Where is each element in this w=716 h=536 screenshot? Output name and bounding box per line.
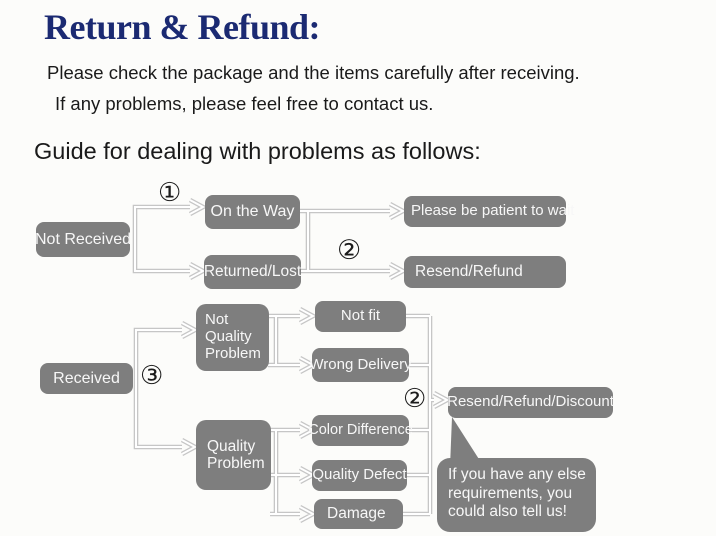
node-quality-problem: Quality Problem [196,420,271,490]
node-please-be-patient: Please be patient to wait [404,196,574,227]
speech-bubble-tail [450,417,484,467]
node-not-fit: Not fit [315,301,406,332]
page-title: Return & Refund: [44,7,321,47]
node-not-received: Not Received [35,222,131,257]
step-marker-2: ② [337,235,362,266]
intro-line-2: If any problems, please feel free to con… [55,93,434,114]
node-returned-lost: Returned/Lost [204,255,301,289]
node-damage: Damage [314,499,403,529]
node-color-difference: Color Difference [308,415,413,446]
step-marker-2-b: ② [403,384,427,414]
step-marker-3: ③ [140,361,164,391]
node-wrong-delivery: Wrong Delivery [309,348,412,382]
step-marker-1: ① [158,178,182,208]
node-resend-refund-discount: Resend/Refund/Discount [447,387,614,418]
node-not-quality-problem: Not Quality Problem [196,304,269,371]
node-quality-defect: Quality Defect [312,460,407,491]
note-speech-bubble: If you have any else requirements, you c… [437,458,596,532]
node-on-the-way: On the Way [205,195,300,229]
guide-heading: Guide for dealing with problems as follo… [34,138,481,164]
intro-line-1: Please check the package and the items c… [47,62,580,83]
node-received: Received [40,363,133,394]
node-resend-refund: Resend/Refund [404,256,566,288]
